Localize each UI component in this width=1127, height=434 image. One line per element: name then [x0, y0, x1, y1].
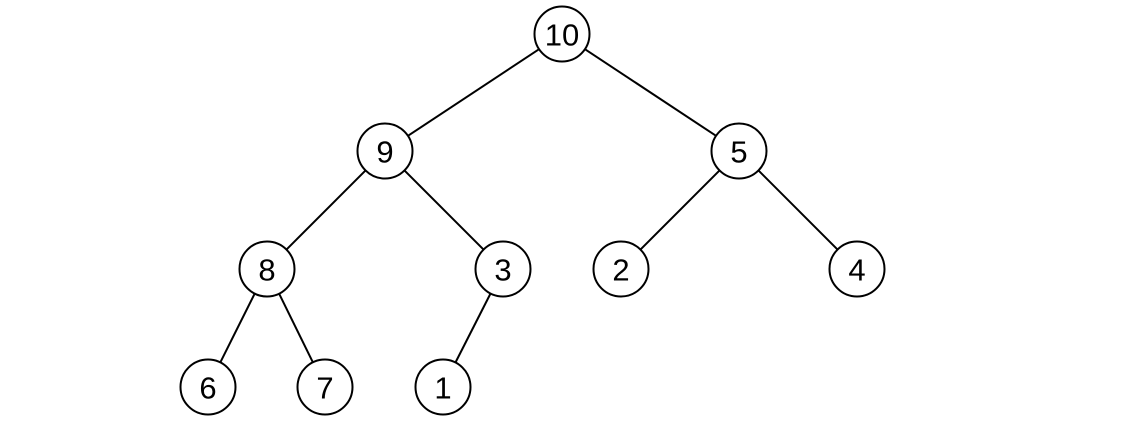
- tree-node-5: 5: [710, 122, 768, 180]
- node-circle: [296, 358, 354, 416]
- edges-layer: [219, 48, 839, 363]
- edge-9-3: [403, 169, 485, 251]
- tree-node-3: 3: [474, 240, 532, 298]
- node-label: 3: [494, 253, 511, 288]
- node-label: 6: [199, 371, 216, 406]
- tree-node-6: 6: [179, 358, 237, 416]
- tree-node-4: 4: [828, 240, 886, 298]
- node-circle: [533, 5, 591, 63]
- node-label: 4: [848, 253, 865, 288]
- node-label: 10: [545, 18, 579, 53]
- node-circle: [238, 240, 296, 298]
- node-label: 5: [730, 135, 747, 170]
- node-label: 1: [434, 371, 451, 406]
- node-circle: [356, 122, 414, 180]
- tree-node-7: 7: [296, 358, 354, 416]
- edge-9-8: [285, 169, 367, 251]
- node-circle: [474, 240, 532, 298]
- edge-10-5: [584, 48, 717, 137]
- edge-8-6: [219, 293, 256, 363]
- edge-10-9: [407, 48, 540, 137]
- node-label: 2: [612, 253, 629, 288]
- edge-5-4: [757, 169, 839, 251]
- tree-node-9: 9: [356, 122, 414, 180]
- node-circle: [592, 240, 650, 298]
- node-label: 7: [316, 371, 333, 406]
- node-label: 8: [258, 253, 275, 288]
- node-label: 9: [376, 135, 393, 170]
- edge-5-2: [639, 169, 721, 251]
- tree-node-8: 8: [238, 240, 296, 298]
- node-circle: [414, 358, 472, 416]
- edge-8-7: [278, 293, 314, 363]
- edge-3-1: [454, 293, 492, 363]
- node-circle: [179, 358, 237, 416]
- node-circle: [828, 240, 886, 298]
- nodes-layer: 10 9 5 8 3 2 4 6: [179, 5, 886, 416]
- tree-node-10: 10: [533, 5, 591, 63]
- tree-node-1: 1: [414, 358, 472, 416]
- node-circle: [710, 122, 768, 180]
- tree-node-2: 2: [592, 240, 650, 298]
